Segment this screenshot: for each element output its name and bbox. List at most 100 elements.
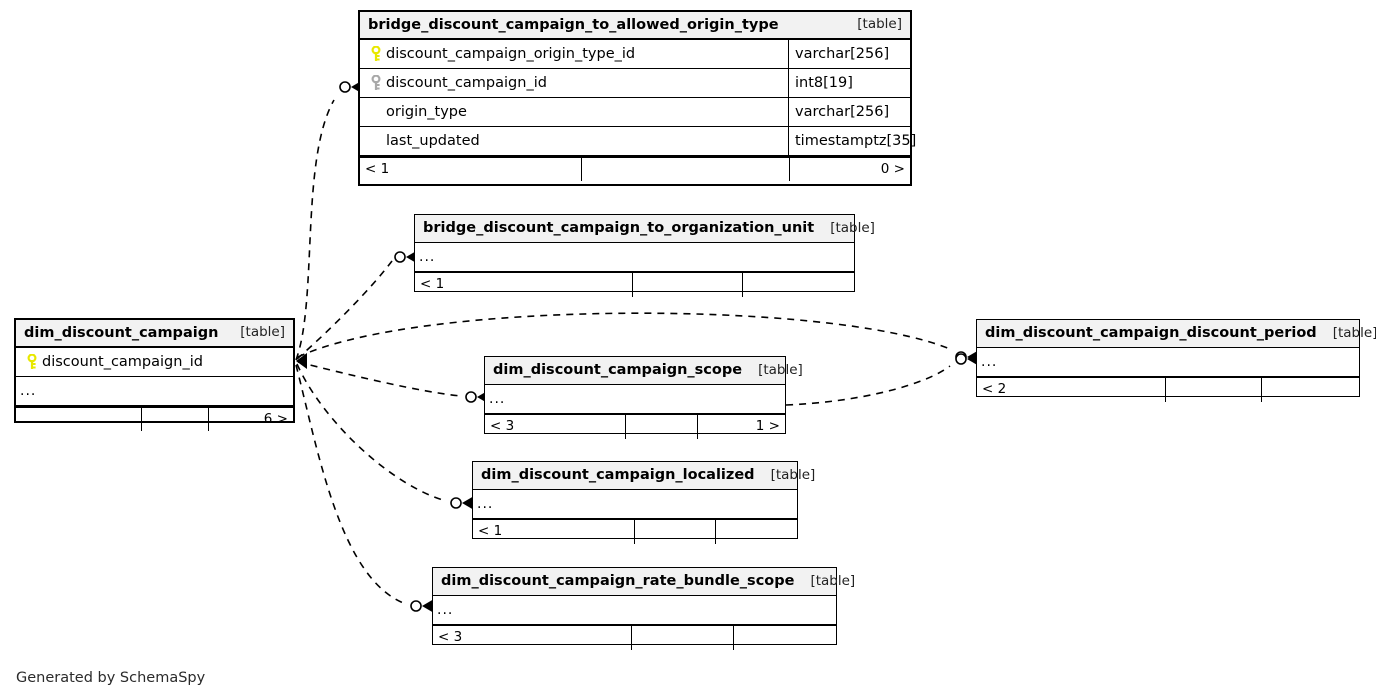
footer-cell-text: 1 > xyxy=(755,418,780,435)
footer-cell xyxy=(633,273,743,297)
table-column-row[interactable]: ... xyxy=(473,490,797,519)
table-header: dim_discount_campaign_discount_period[ta… xyxy=(977,320,1376,348)
table-header: bridge_discount_campaign_to_organization… xyxy=(415,215,875,243)
edge-line xyxy=(297,361,462,397)
footer-cell: < 1 xyxy=(473,520,635,544)
table-header: bridge_discount_campaign_to_allowed_orig… xyxy=(360,12,910,40)
column-name-cell: ... xyxy=(433,596,836,624)
column-name-cell: ... xyxy=(485,385,785,413)
table-kind-label: [table] xyxy=(857,16,902,33)
footer-cell: < 1 xyxy=(360,158,582,181)
table-column-row[interactable]: discount_campaign_id xyxy=(16,348,293,377)
cardinality-zero-circle xyxy=(465,391,477,403)
table-column-row[interactable]: discount_campaign_origin_type_id varchar[… xyxy=(360,40,910,69)
footer-cell: < 3 xyxy=(433,626,632,650)
edge-to-organization-unit xyxy=(296,250,418,360)
column-name-cell: origin_type xyxy=(360,98,788,126)
footer-cell: 6 > xyxy=(209,408,293,431)
table-footer: < 3 1 > xyxy=(485,414,785,439)
column-name: ... xyxy=(981,354,998,370)
erd-table-bridge_allowed_origin_type[interactable]: bridge_discount_campaign_to_allowed_orig… xyxy=(358,10,916,186)
arrowhead xyxy=(296,353,307,369)
table-footer: < 3 xyxy=(433,625,836,650)
footer-cell-text: < 1 xyxy=(365,160,390,177)
erd-table-dim_discount_campaign_localized[interactable]: dim_discount_campaign_localized[table]..… xyxy=(472,461,815,544)
table-kind-label: [table] xyxy=(758,361,803,378)
erd-table-bridge_organization_unit[interactable]: bridge_discount_campaign_to_organization… xyxy=(414,214,875,297)
cardinality-zero-circle xyxy=(410,600,422,612)
erd-table-dim_discount_campaign_discount_period[interactable]: dim_discount_campaign_discount_period[ta… xyxy=(976,319,1376,402)
table-column-row[interactable]: ... xyxy=(485,385,785,414)
column-name: ... xyxy=(477,496,494,512)
table-name: bridge_discount_campaign_to_allowed_orig… xyxy=(368,16,779,33)
column-name-cell: discount_campaign_origin_type_id xyxy=(360,40,788,68)
column-name: ... xyxy=(437,602,454,618)
table-column-row[interactable]: ... xyxy=(977,348,1359,377)
column-name: ... xyxy=(20,383,37,399)
column-type-cell: int8[19] xyxy=(788,69,910,97)
table-kind-label: [table] xyxy=(830,219,875,236)
edge-line xyxy=(295,364,407,605)
edge-to-rate-bundle-scope xyxy=(295,364,434,613)
table-name: dim_discount_campaign_rate_bundle_scope xyxy=(441,573,795,590)
edge-line xyxy=(296,363,447,502)
column-name-cell: discount_campaign_id xyxy=(360,69,788,97)
footer-cell xyxy=(626,415,698,439)
column-name-cell: ... xyxy=(16,377,293,405)
generated-by-credit: Generated by SchemaSpy xyxy=(16,670,206,686)
footer-cell xyxy=(1166,378,1262,402)
edge-line xyxy=(297,312,951,358)
table-header: dim_discount_campaign_localized[table] xyxy=(473,462,815,490)
footer-cell-text: < 3 xyxy=(438,629,463,646)
table-kind-label: [table] xyxy=(810,572,856,589)
column-name: ... xyxy=(489,391,506,407)
column-type: varchar[256] xyxy=(795,45,890,62)
table-column-row[interactable]: ... xyxy=(415,243,854,272)
table-name: bridge_discount_campaign_to_organization… xyxy=(423,220,815,237)
edge-to-localized xyxy=(296,363,474,510)
table-footer: 6 > xyxy=(16,406,293,431)
column-type-cell: varchar[256] xyxy=(788,98,910,126)
table-name: dim_discount_campaign_localized xyxy=(481,467,755,484)
column-name: discount_campaign_id xyxy=(386,74,547,91)
table-name: dim_discount_campaign_scope xyxy=(493,362,743,379)
footer-cell xyxy=(716,520,797,544)
erd-table-dim_discount_campaign[interactable]: dim_discount_campaign[table] discount_cam… xyxy=(14,318,295,431)
erd-table-dim_discount_campaign_rate_bundle_scope[interactable]: dim_discount_campaign_rate_bundle_scope [… xyxy=(432,567,855,650)
footer-cell xyxy=(635,520,716,544)
table-kind-label: [table] xyxy=(240,324,285,341)
column-name: last_updated xyxy=(386,132,480,149)
footer-cell: 0 > xyxy=(790,158,910,181)
footer-cell-text: < 3 xyxy=(490,418,515,435)
footer-cell-text: 0 > xyxy=(880,160,905,177)
table-column-row[interactable]: ... xyxy=(16,377,293,406)
edge-to-allowed-origin-type xyxy=(295,80,363,361)
column-name: discount_campaign_id xyxy=(42,353,203,370)
table-header: dim_discount_campaign[table] xyxy=(16,320,293,348)
table-column-row[interactable]: ... xyxy=(433,596,836,625)
column-name-cell: discount_campaign_id xyxy=(16,348,293,376)
footer-cell: < 3 xyxy=(485,415,626,439)
foreign-key-icon xyxy=(366,75,386,91)
column-name-cell: ... xyxy=(415,243,854,271)
cardinality-zero-circle xyxy=(450,497,462,509)
edge-line xyxy=(785,365,951,406)
footer-cell xyxy=(582,158,790,181)
table-column-row[interactable]: discount_campaign_id int8[19] xyxy=(360,69,910,98)
footer-cell xyxy=(734,626,836,650)
primary-key-icon xyxy=(22,354,42,370)
footer-cell: < 2 xyxy=(977,378,1166,402)
erd-table-dim_discount_campaign_scope[interactable]: dim_discount_campaign_scope [table]... < 3… xyxy=(484,356,803,439)
table-column-row[interactable]: origin_type varchar[256] xyxy=(360,98,910,127)
footer-cell-text: < 1 xyxy=(420,276,445,293)
footer-cell xyxy=(632,626,734,650)
column-name-cell: ... xyxy=(473,490,797,518)
cardinality-zero-circle xyxy=(394,251,406,263)
column-name: origin_type xyxy=(386,103,467,120)
table-footer: < 1 xyxy=(473,519,797,544)
column-name: discount_campaign_origin_type_id xyxy=(386,45,636,62)
column-name-cell: ... xyxy=(977,348,1359,376)
footer-cell xyxy=(1262,378,1359,402)
